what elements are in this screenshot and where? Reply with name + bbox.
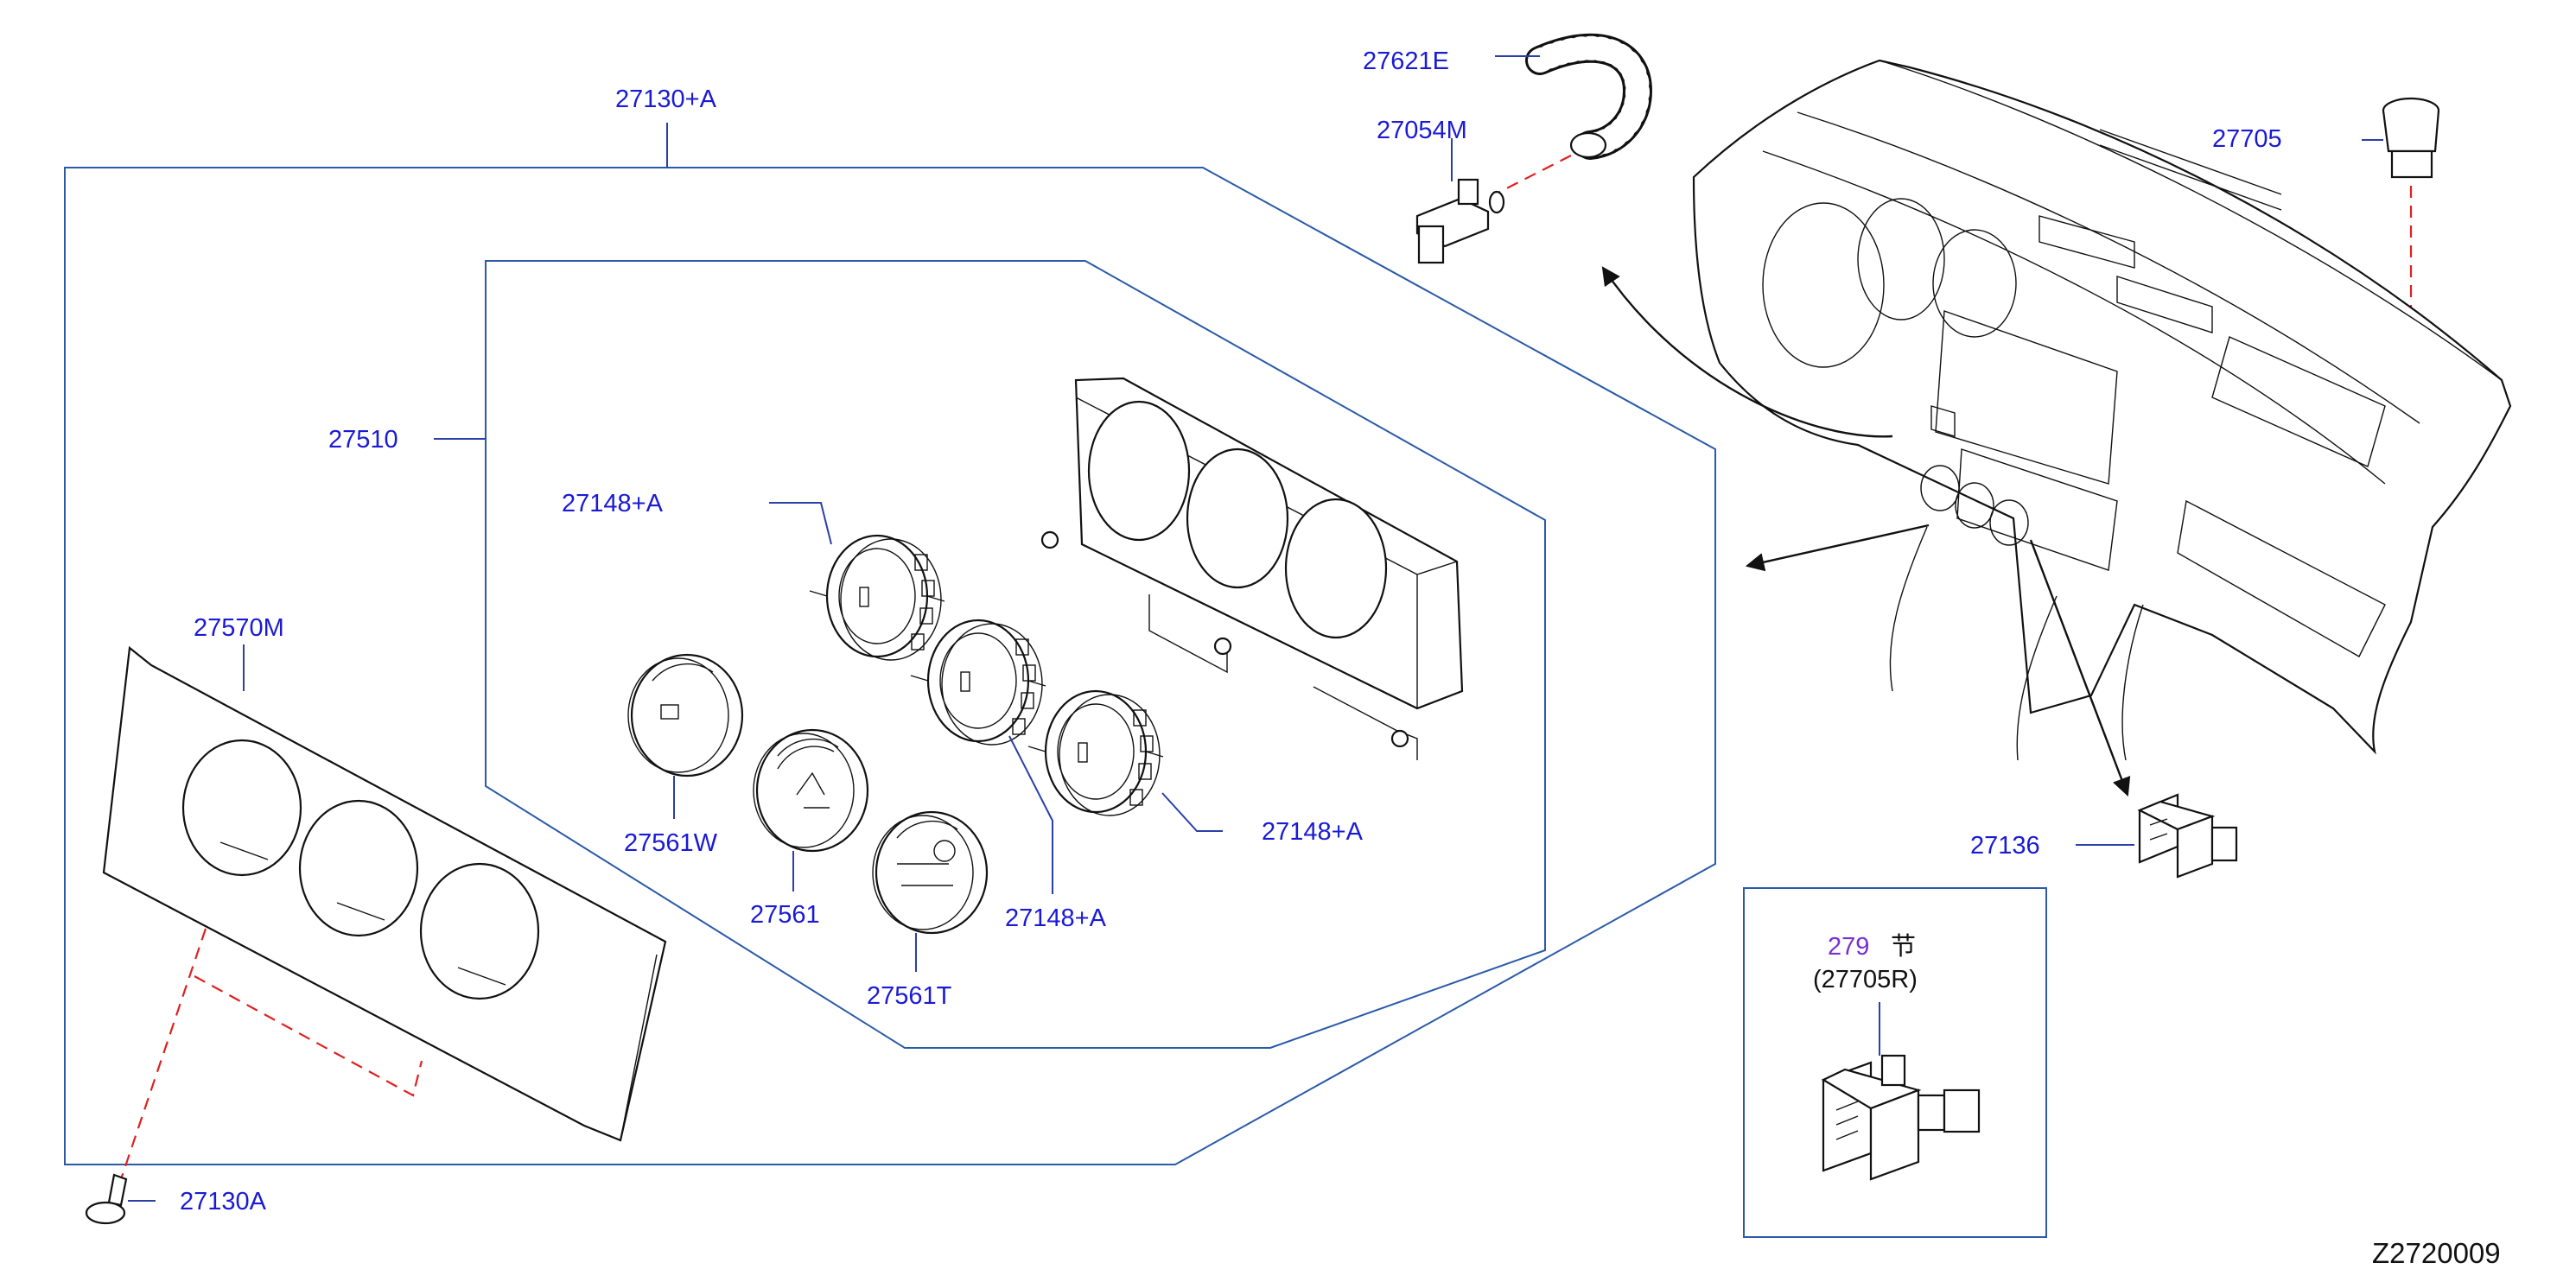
arrow-to-controls <box>1745 524 1930 572</box>
callout-27561: 27561 <box>750 901 820 929</box>
callout-27561T: 27561T <box>867 982 952 1010</box>
arrow-to-switch <box>2029 539 2131 797</box>
hose-27621E <box>1525 33 1653 160</box>
dashboard <box>1692 59 2512 761</box>
sensor-27054M <box>1415 178 1505 264</box>
control-housing <box>1040 377 1464 760</box>
callout-27570M: 27570M <box>194 614 284 642</box>
socket-27705 <box>2382 97 2440 179</box>
leader-lines <box>128 55 2383 1202</box>
callout-27510: 27510 <box>328 426 398 454</box>
callout-27561W: 27561W <box>624 829 718 857</box>
callout-27130A-plus: 27130+A <box>615 86 717 113</box>
dial-27561T <box>871 810 989 935</box>
dial-27561W <box>627 653 744 777</box>
clip-27130A <box>85 1173 128 1225</box>
inset-section-ref: 279 <box>1828 933 1869 961</box>
knob-ring-27148A-top <box>808 534 946 662</box>
inset-section-glyph: 节 <box>1891 932 1916 961</box>
inset-frame <box>1743 887 2047 1238</box>
diagram-code: Z2720009 <box>2372 1237 2501 1269</box>
callout-27130A: 27130A <box>180 1188 267 1215</box>
bezel-mounting-guide <box>119 928 423 1180</box>
callout-27136: 27136 <box>1970 832 2040 860</box>
hose-sensor-guide <box>1494 155 1572 195</box>
inset-part-ref: (27705R) <box>1813 966 1918 993</box>
assembly-27510-frame <box>485 260 1546 1049</box>
callout-27621E: 27621E <box>1363 48 1449 75</box>
bezel-27570M <box>102 645 667 1142</box>
callout-27705: 27705 <box>2212 125 2282 153</box>
switch-27705R <box>1821 1054 1981 1181</box>
arrow-to-sensor <box>1601 266 1893 438</box>
assembly-27130A-frame <box>64 167 1716 1165</box>
knob-ring-27148A-mid <box>909 619 1047 746</box>
dial-27561 <box>752 728 869 853</box>
callout-27054M: 27054M <box>1377 117 1467 144</box>
callout-27148A-mid: 27148+A <box>1005 904 1107 932</box>
switch-27136 <box>2137 793 2238 879</box>
callout-27148A-right: 27148+A <box>1262 818 1364 846</box>
callout-27148A-top: 27148+A <box>562 490 664 517</box>
knob-ring-27148A-right <box>1027 689 1165 817</box>
